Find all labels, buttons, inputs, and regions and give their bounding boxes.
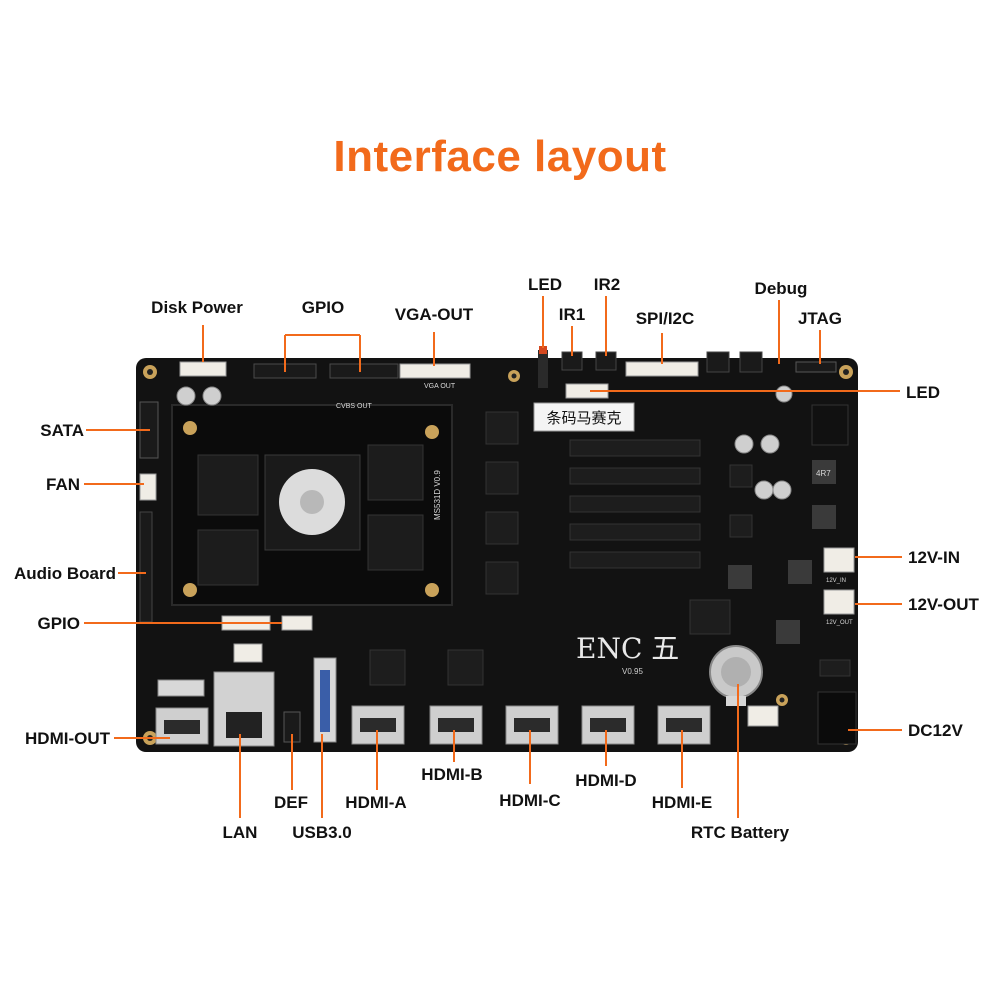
label-rtc-battery: RTC Battery [691,823,790,842]
connectors: VGA OUT CVBS OUT [139,346,857,747]
label-gpio-left: GPIO [37,614,80,633]
label-spi-i2c: SPI/I2C [636,309,695,328]
label-12v-in: 12V-IN [908,548,960,567]
leader-lines [84,296,902,818]
inductors: 4R7 [728,460,836,644]
barcode-sticker: 条码马赛克 [533,402,635,432]
label-hdmi-a: HDMI-A [345,793,406,812]
silk-cvbs: CVBS OUT [336,403,373,410]
core-module-text: MS531D V0.9 [433,470,442,520]
label-lan: LAN [223,823,258,842]
brand-text: ENC 五 [576,632,679,665]
label-hdmi-out: HDMI-OUT [25,729,111,748]
board-components [369,404,851,686]
label-ir2: IR2 [594,275,620,294]
capacitors [176,385,793,500]
label-vga-out: VGA-OUT [395,305,474,324]
label-hdmi-d: HDMI-D [575,771,636,790]
label-disk-power: Disk Power [151,298,243,317]
label-debug: Debug [755,279,808,298]
label-dc12v: DC12V [908,721,963,740]
label-fan: FAN [46,475,80,494]
version-text: V0.95 [622,667,643,676]
label-sata: SATA [40,421,84,440]
silk-vga: VGA OUT [424,383,456,390]
label-hdmi-b: HDMI-B [421,765,482,784]
callout-labels: Disk Power GPIO VGA-OUT LED IR1 IR2 SPI/… [14,275,979,842]
label-hdmi-e: HDMI-E [652,793,712,812]
label-gpio-top: GPIO [302,298,345,317]
label-audio-board: Audio Board [14,564,116,583]
label-led-top: LED [528,275,562,294]
inductor-text: 4R7 [816,469,831,478]
label-usb30: USB3.0 [292,823,352,842]
silk-12v-in: 12V_IN [826,578,846,584]
label-hdmi-c: HDMI-C [499,791,560,810]
silk-12v-out: 12V_OUT [826,620,853,626]
label-12v-out: 12V-OUT [908,595,979,614]
page-title: Interface layout [333,132,667,181]
label-jtag: JTAG [798,309,842,328]
sticker-text: 条码马赛克 [546,409,621,427]
label-led-right: LED [906,383,940,402]
label-ir1: IR1 [559,305,585,324]
core-module: MS531D V0.9 [171,404,453,606]
label-def: DEF [274,793,308,812]
